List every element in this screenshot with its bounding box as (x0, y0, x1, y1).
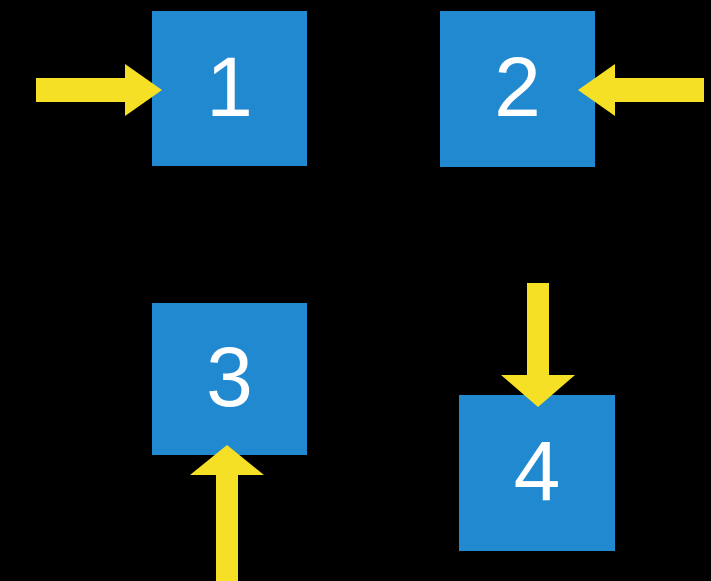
node-box-3[interactable]: 3 (152, 303, 307, 455)
arrow-left-icon[interactable] (578, 64, 704, 116)
node-label-1: 1 (206, 39, 253, 134)
arrow-down-icon[interactable] (501, 283, 575, 407)
node-label-4: 4 (513, 424, 561, 518)
arrow-up-icon[interactable] (190, 445, 264, 581)
node-box-1[interactable]: 1 (152, 11, 307, 166)
arrow-right-icon[interactable] (36, 64, 162, 116)
node-label-3: 3 (206, 330, 253, 424)
node-label-2: 2 (494, 40, 541, 134)
node-box-4[interactable]: 4 (459, 395, 615, 551)
node-box-2[interactable]: 2 (440, 11, 595, 167)
